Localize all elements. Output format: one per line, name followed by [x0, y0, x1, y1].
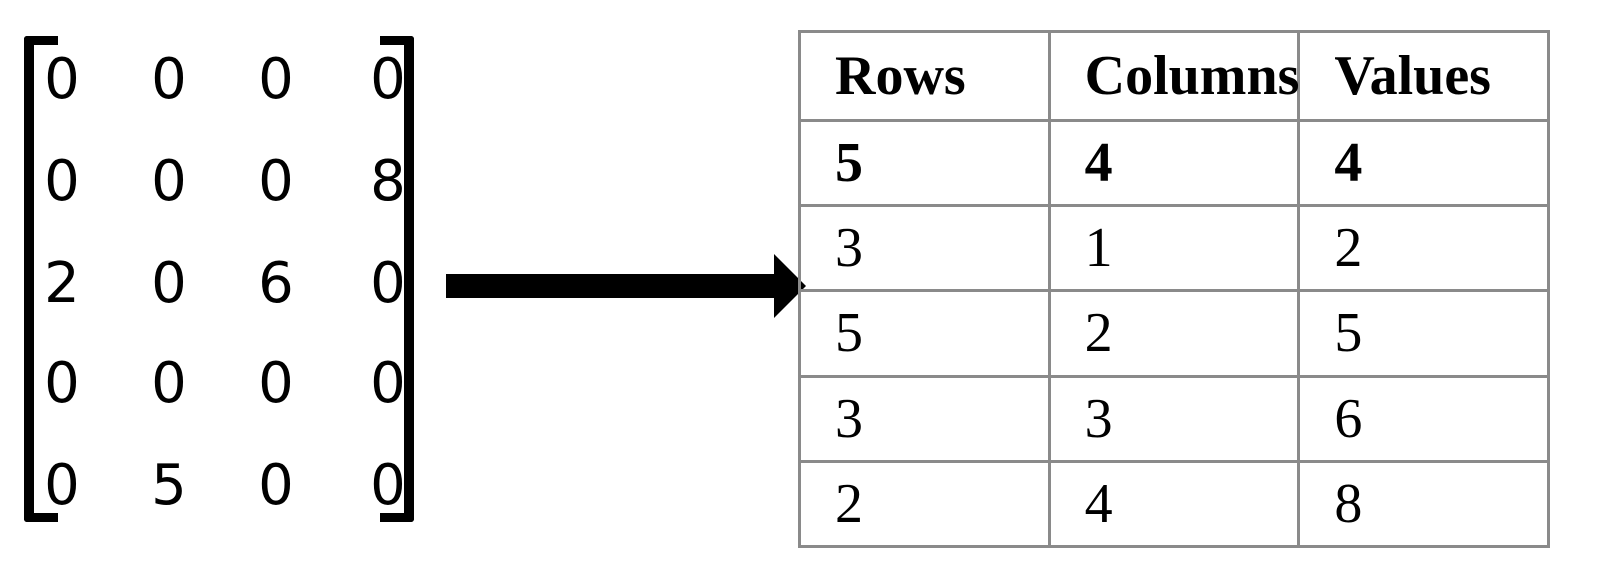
matrix-cell: 0 [258, 47, 294, 112]
table-cell: 8 [1297, 459, 1550, 549]
table-cell: 3 [798, 204, 1051, 293]
triplet-table: Rows Columns Values 5 4 4 3 1 2 5 2 5 3 … [798, 30, 1550, 549]
matrix-cell: 0 [258, 149, 294, 214]
right-arrow-icon [446, 254, 806, 318]
matrix-cell: 0 [44, 47, 80, 112]
table-cell: 5 [1297, 289, 1550, 378]
table-row: 3 1 2 [798, 204, 1550, 293]
table-row: 2 4 8 [798, 459, 1550, 549]
table-cell: 3 [798, 374, 1051, 463]
matrix-cell: 6 [258, 251, 294, 316]
matrix-cell: 0 [258, 351, 294, 416]
header-columns: Columns [1047, 30, 1301, 122]
matrix-cell: 5 [151, 453, 187, 518]
matrix-cell: 0 [151, 47, 187, 112]
matrix-cell: 0 [44, 453, 80, 518]
matrix-cell: 0 [151, 149, 187, 214]
right-bracket [380, 36, 414, 522]
matrix-cell: 2 [44, 251, 80, 316]
arrow-shaft [446, 274, 776, 298]
matrix-cell: 0 [151, 351, 187, 416]
table-cell: 4 [1047, 118, 1301, 208]
table-header-row: Rows Columns Values [798, 30, 1550, 122]
arrow-head [774, 254, 806, 318]
table-cell: 2 [1047, 289, 1301, 378]
matrix-cell: 0 [44, 351, 80, 416]
table-row: 3 3 6 [798, 374, 1550, 463]
table-row: 5 4 4 [798, 118, 1550, 208]
table-cell: 3 [1047, 374, 1301, 463]
table-cell: 6 [1297, 374, 1550, 463]
matrix-cell: 0 [370, 351, 406, 416]
table-cell: 2 [1297, 204, 1550, 293]
table-cell: 2 [798, 459, 1051, 549]
header-rows: Rows [798, 30, 1051, 122]
table-cell: 5 [798, 118, 1051, 208]
matrix-cell: 0 [151, 251, 187, 316]
table-cell: 5 [798, 289, 1051, 378]
header-values: Values [1297, 30, 1550, 122]
matrix-cell: 0 [370, 251, 406, 316]
matrix-cell: 0 [370, 47, 406, 112]
matrix-cell: 8 [370, 149, 406, 214]
table-cell: 4 [1297, 118, 1550, 208]
matrix-cell: 0 [258, 453, 294, 518]
sparse-matrix: 0 0 0 0 0 0 0 8 2 0 6 0 0 0 0 0 0 5 0 0 [24, 36, 444, 526]
matrix-cell: 0 [44, 149, 80, 214]
table-row: 5 2 5 [798, 289, 1550, 378]
matrix-cell: 0 [370, 453, 406, 518]
left-bracket [24, 36, 58, 522]
table-cell: 1 [1047, 204, 1301, 293]
table-cell: 4 [1047, 459, 1301, 549]
